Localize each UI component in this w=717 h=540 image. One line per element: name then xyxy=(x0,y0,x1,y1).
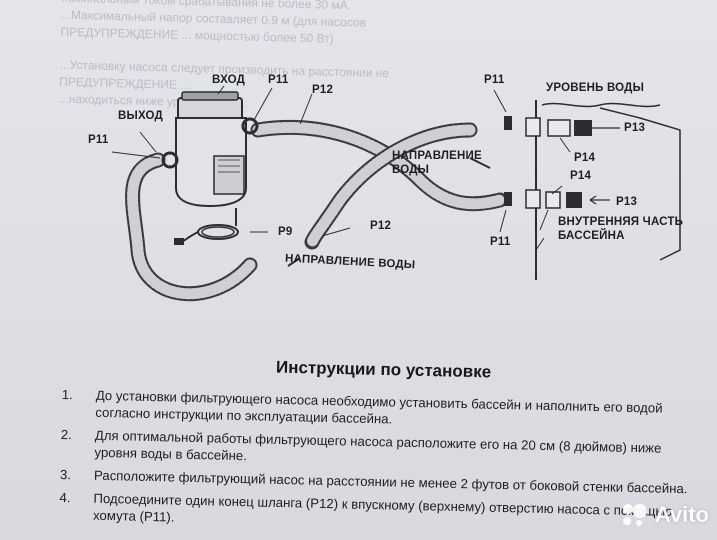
step-number: 4. xyxy=(59,489,71,506)
label-p12-bottom: P12 xyxy=(370,220,392,232)
list-item: 4. Подсоедините один конец шланга (P12) … xyxy=(59,489,700,538)
label-p14-top: P14 xyxy=(574,152,596,164)
installation-diagram: ВХОД ВЫХОД P11 P11 P12 P9 P12 НАПРАВЛЕНИ… xyxy=(0,60,717,360)
label-p14-bottom: P14 xyxy=(570,170,592,182)
label-direction-right-2: ВОДЫ xyxy=(392,164,430,176)
label-p13-top: P13 xyxy=(624,122,646,134)
label-p11-right-bottom: P11 xyxy=(490,236,511,248)
label-p9: P9 xyxy=(278,226,293,238)
step-number: 2. xyxy=(60,426,73,443)
step-number: 3. xyxy=(59,466,72,483)
label-pool-inside-2: БАССЕЙНА xyxy=(558,230,625,242)
label-direction-right-1: НАПРАВЛЕНИЕ xyxy=(392,150,482,162)
watermark-text: Avito xyxy=(654,502,709,527)
instructions-title: Инструкции по установке xyxy=(275,357,492,382)
label-p11-right-top: P11 xyxy=(484,74,505,86)
fittings-top xyxy=(504,116,620,137)
label-outlet: ВЫХОД xyxy=(118,110,163,122)
avito-watermark: Avito xyxy=(619,500,709,530)
step-number: 1. xyxy=(61,386,73,403)
label-inlet: ВХОД xyxy=(212,74,246,86)
fittings-bottom xyxy=(504,189,610,209)
label-p13-bottom: P13 xyxy=(616,196,638,208)
pump-unit xyxy=(161,91,259,245)
step-text: До установки фильтрующего насоса необход… xyxy=(95,387,663,427)
step-text: Для оптимальной работы фильтрующего насо… xyxy=(94,427,662,464)
avito-logo-icon xyxy=(622,504,647,526)
diagram-drawing xyxy=(111,85,681,302)
label-p11-top: P11 xyxy=(268,74,289,86)
label-water-level: УРОВЕНЬ ВОДЫ xyxy=(546,82,645,94)
label-p12-top: P12 xyxy=(312,84,334,96)
label-p11-left: P11 xyxy=(88,134,109,146)
label-pool-inside-1: ВНУТРЕННЯЯ ЧАСТЬ xyxy=(558,216,684,228)
instructions-list: 1. До установки фильтрующего насоса необ… xyxy=(59,386,702,540)
step-text: Подсоедините один конец шланга (P12) к в… xyxy=(92,490,673,525)
